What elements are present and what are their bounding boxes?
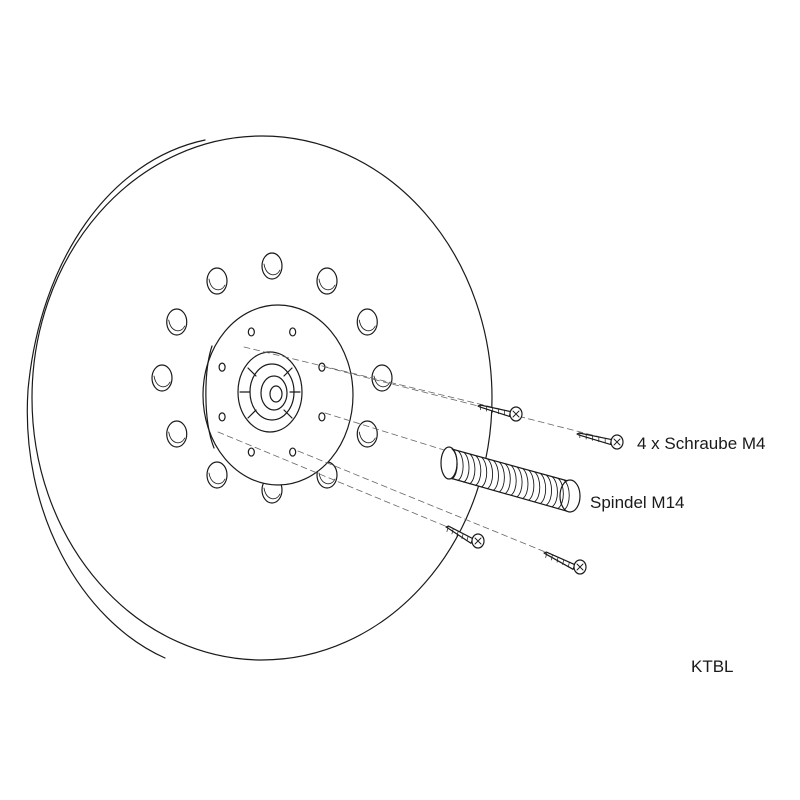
screw-thread-line xyxy=(461,533,464,539)
spindle-thread-line xyxy=(522,468,529,500)
flange-hole xyxy=(289,327,297,337)
guide-line xyxy=(324,366,601,438)
screw-thread-line xyxy=(456,531,459,537)
disc-hole-inner-edge xyxy=(358,319,376,332)
disc-hole-inner-edge xyxy=(263,263,281,276)
flange-outer xyxy=(202,304,354,486)
disc-hole xyxy=(316,267,338,295)
disc-hole-inner-edge xyxy=(153,375,171,388)
hub-outer xyxy=(237,351,303,433)
flange-hole-ring xyxy=(218,327,326,457)
phillips-cross xyxy=(474,537,482,545)
disc-rim-edge xyxy=(26,139,206,659)
spindle-thread-line xyxy=(545,474,553,506)
disc-hole-inner-edge xyxy=(208,472,226,485)
screw-thread-line xyxy=(545,552,547,558)
screw-group xyxy=(445,404,624,575)
spindle-thread-line xyxy=(481,456,488,488)
screw-shaft xyxy=(543,551,576,570)
guide-line xyxy=(324,412,461,456)
flange-hole xyxy=(318,412,326,422)
flange-edge xyxy=(205,345,215,449)
phillips-cross xyxy=(613,438,621,446)
disc-hole-inner-edge xyxy=(263,487,281,500)
spindle-thread-line xyxy=(528,469,535,501)
flange-hole xyxy=(218,362,226,372)
screw-thread-line xyxy=(551,555,553,561)
spindle-thread-line xyxy=(563,479,570,511)
flange-hole xyxy=(218,412,226,422)
disc-hole xyxy=(151,364,173,392)
flange-hole xyxy=(247,327,255,337)
spindle-thread-line xyxy=(475,455,482,486)
disc-hole-inner-edge xyxy=(168,431,186,444)
screws-label: 4 x Schraube M4 xyxy=(637,434,766,453)
screw xyxy=(576,432,624,450)
spindle-thread-line xyxy=(534,471,541,503)
screw xyxy=(477,404,523,422)
flange-hole xyxy=(289,447,297,457)
spindle-thread-line xyxy=(557,477,564,509)
hub-inner xyxy=(260,375,288,411)
phillips-cross xyxy=(576,563,584,571)
disc-hole xyxy=(206,267,228,295)
flange-hole xyxy=(247,447,255,457)
screw-thread-line xyxy=(568,562,570,568)
spindle-thread-line xyxy=(504,463,511,495)
disc-hole xyxy=(356,308,378,336)
screw-thread-line xyxy=(466,536,469,542)
spindle-label: Spindel M14 xyxy=(590,493,685,512)
spindle-thread-line xyxy=(510,464,517,496)
spindle-thread-line xyxy=(492,459,499,491)
screw xyxy=(445,525,485,549)
guide-line xyxy=(297,450,561,559)
credit-label: KTBL xyxy=(691,657,734,676)
screw-thread-line xyxy=(556,557,559,563)
guide-line xyxy=(217,431,451,529)
disc-hole xyxy=(166,420,188,448)
center-hub xyxy=(237,351,303,433)
disc-hole-inner-edge xyxy=(168,319,186,332)
spindle-tip xyxy=(559,479,581,513)
spindle xyxy=(440,446,581,513)
disc-hole xyxy=(206,461,228,489)
hub-slots xyxy=(239,367,301,419)
screw-shaft xyxy=(576,432,613,446)
spindle-thread-line xyxy=(486,458,494,490)
spindle-thread-line xyxy=(463,451,470,483)
disc-hole xyxy=(166,308,188,336)
flange xyxy=(202,304,354,486)
disc-hole-inner-edge xyxy=(318,278,336,291)
disc-hole-inner-edge xyxy=(358,431,376,444)
screw-thread-line xyxy=(451,529,454,535)
screw-thread-line xyxy=(446,526,449,532)
screw-thread-line xyxy=(562,559,564,565)
guide-line xyxy=(243,346,501,410)
spindle-thread-line xyxy=(551,476,558,508)
assembly-guide-lines xyxy=(217,346,601,559)
phillips-cross xyxy=(512,410,520,418)
spindle-thread-line xyxy=(539,473,547,504)
disc-hole xyxy=(356,420,378,448)
screw xyxy=(543,551,587,575)
disc-hole-inner-edge xyxy=(208,278,226,291)
spindle-thread-line xyxy=(469,453,476,485)
spindle-thread-line xyxy=(498,461,505,493)
spindle-thread-line xyxy=(451,448,458,480)
disc-hole xyxy=(261,252,283,280)
spindle-thread xyxy=(451,448,570,511)
disc-hole-inner-edge xyxy=(318,472,336,485)
hub-bore xyxy=(269,385,283,403)
spindle-thread-line xyxy=(516,466,523,498)
spindle-thread-line xyxy=(457,450,464,482)
